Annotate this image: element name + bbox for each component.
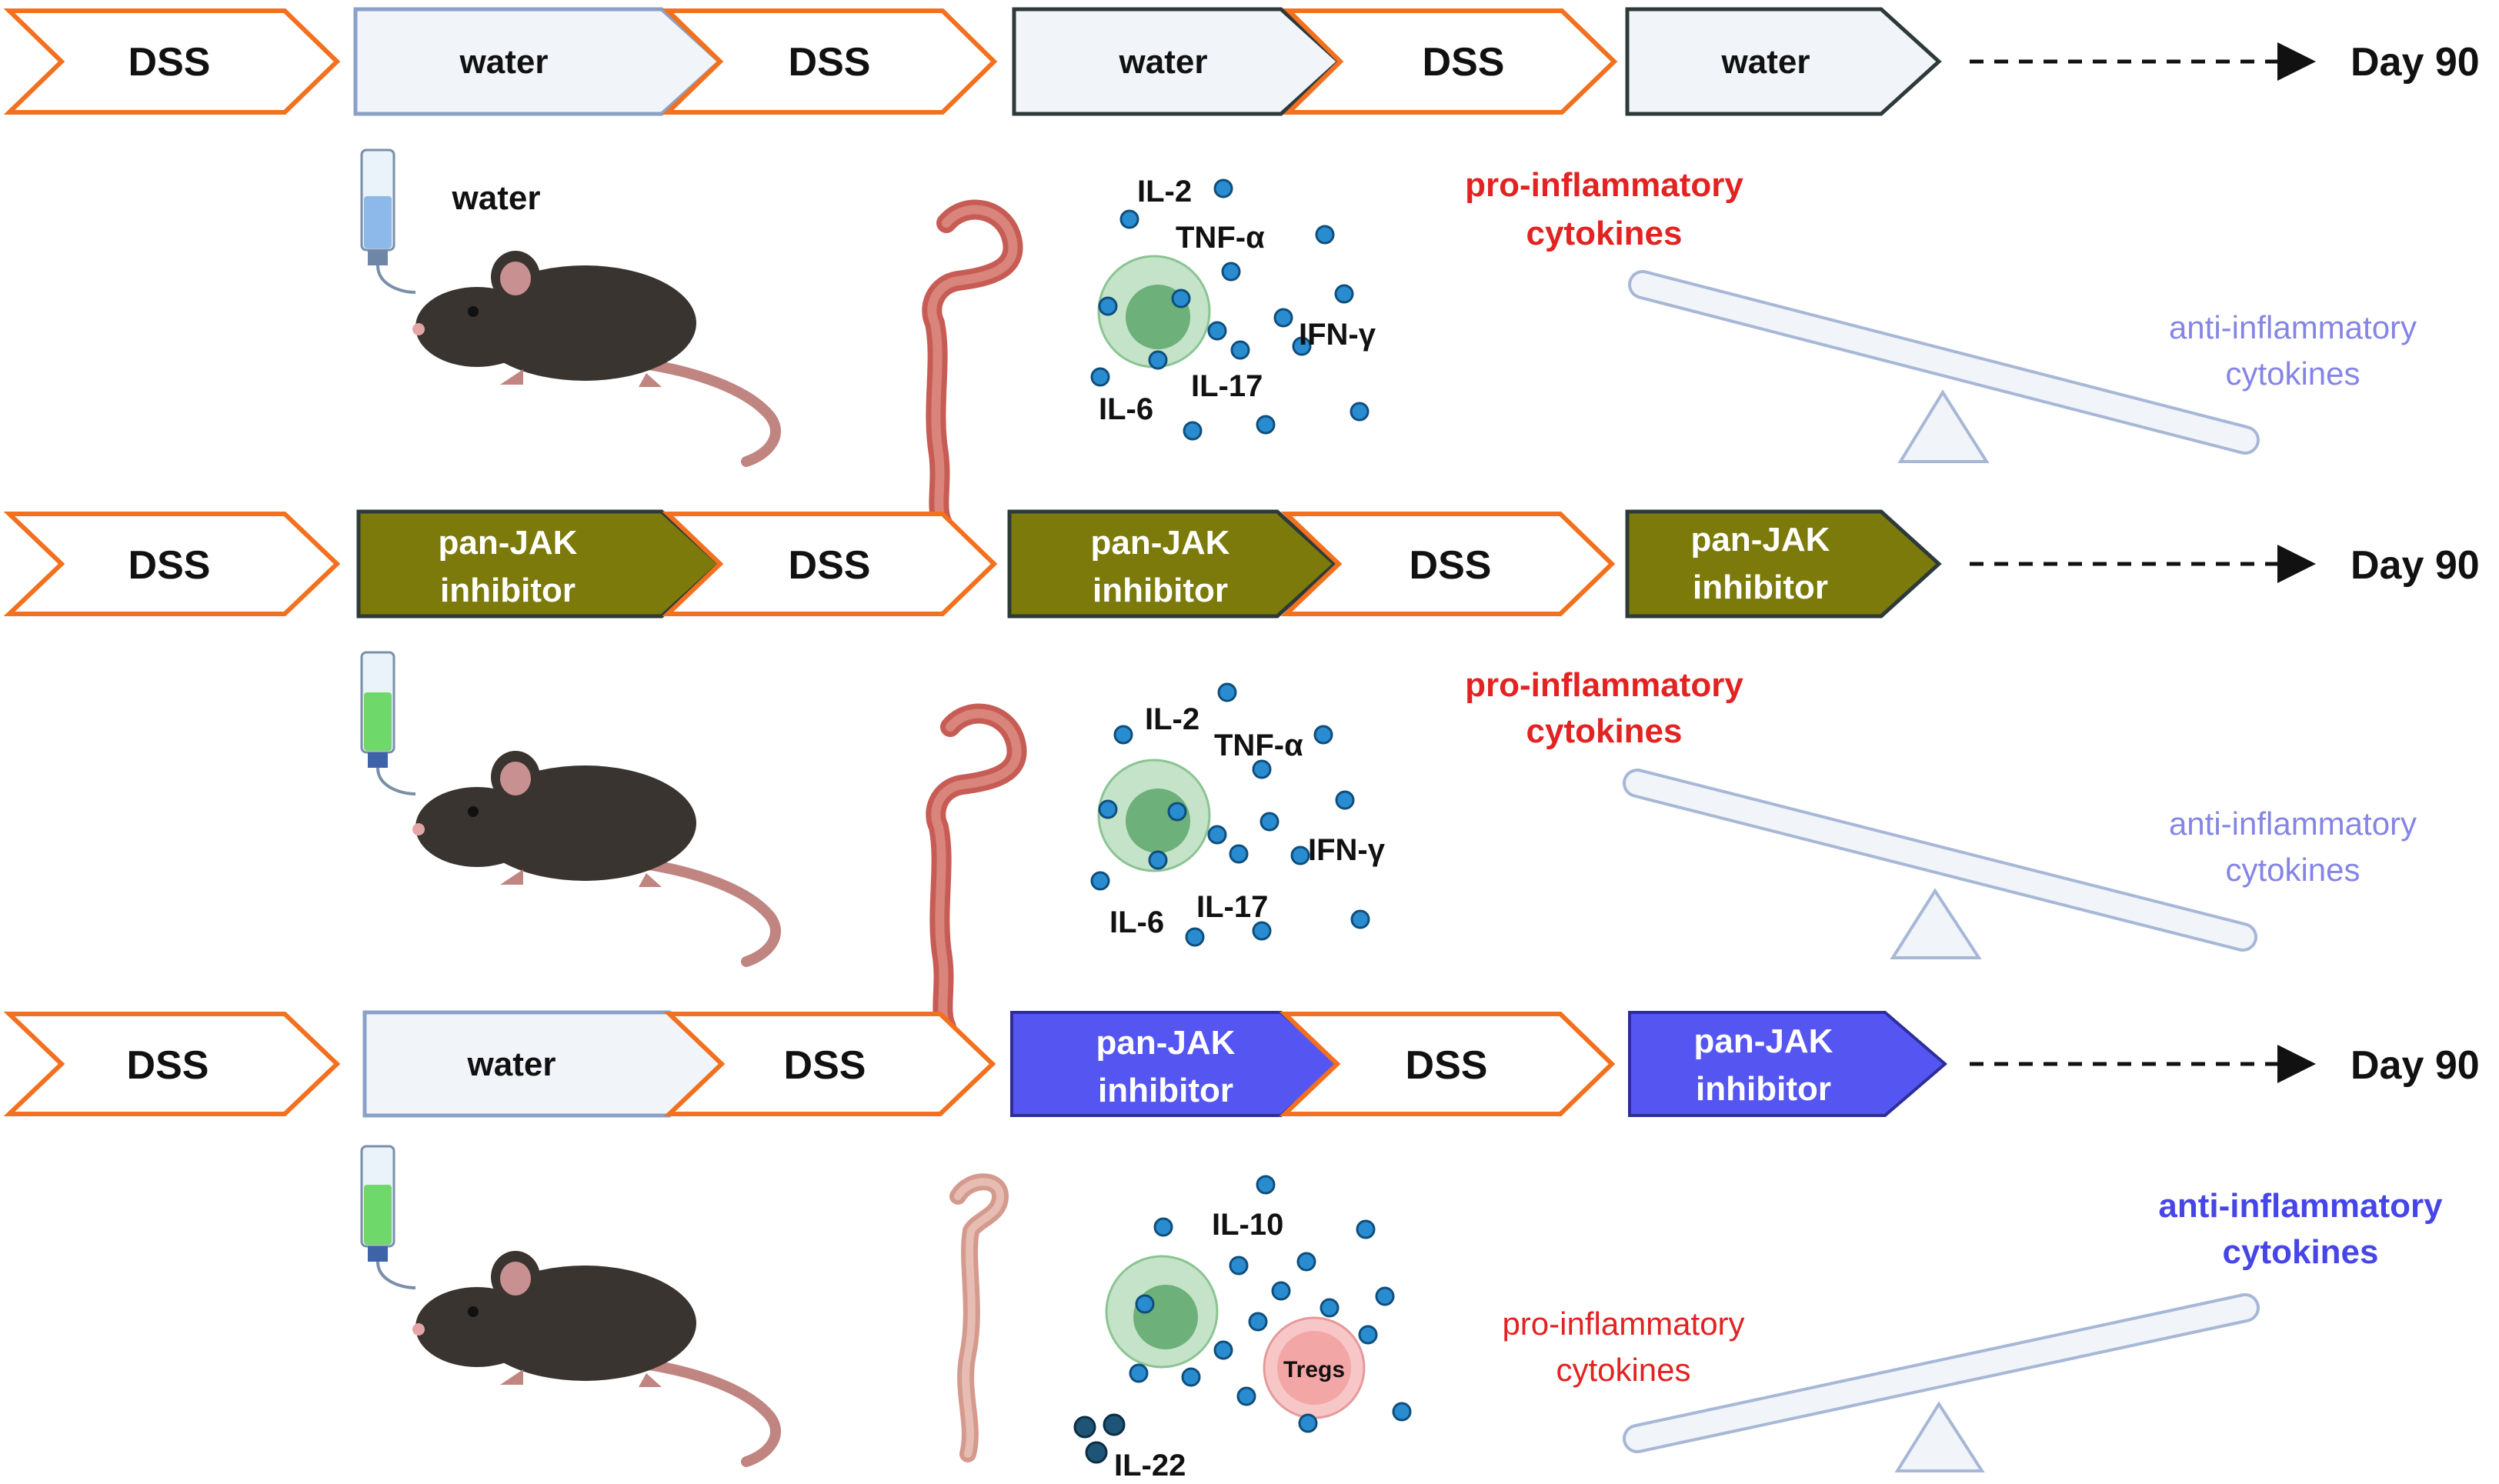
pro-inflammatory-label: pro-inflammatory: [1465, 666, 1743, 704]
timeline-row-2: DSS pan-JAK inhibitor DSS pan-JAK inhibi…: [3, 509, 2480, 619]
jak-step-label-1: pan-JAK: [439, 524, 578, 562]
dss-step-label: DSS: [1423, 40, 1505, 85]
jak-step-label-2: inhibitor: [1696, 1070, 1831, 1108]
day-90-label: Day 90: [2351, 543, 2480, 588]
colon-icon-healthy: [949, 1173, 1009, 1462]
seesaw-fulcrum: [1890, 888, 1982, 959]
jak-step-label-2: inhibitor: [1093, 572, 1228, 609]
cytokine-tnf: TNF-α: [1176, 221, 1265, 255]
dss-step-label: DSS: [127, 1043, 209, 1088]
water-step-label: water: [467, 1045, 556, 1083]
jak-step-label-1: pan-JAK: [1096, 1024, 1236, 1062]
jak-step-5: [1628, 1011, 1948, 1117]
seesaw-fulcrum: [1894, 1401, 1985, 1472]
anti-inflammatory-label: anti-inflammatory: [2169, 309, 2417, 345]
dss-step-5: [662, 512, 998, 616]
treg-cell: Tregs: [1263, 1316, 1366, 1419]
cytokine-il2: IL-2: [1137, 175, 1192, 208]
mouse-icon: [412, 751, 776, 962]
dss-step-3: [1283, 8, 1618, 115]
jak-step-label-2: inhibitor: [1693, 569, 1828, 606]
dss-step-label: DSS: [789, 543, 871, 588]
il22-dots: [1073, 1413, 1126, 1464]
jak-bottle-icon: [360, 651, 416, 795]
jak-bottle-icon: [360, 1145, 416, 1289]
cytokine-il6: IL-6: [1109, 905, 1164, 939]
tregs-label: Tregs: [1283, 1357, 1345, 1382]
water-step-2: [1012, 7, 1342, 116]
cytokine-dots: [1090, 682, 1370, 947]
pro-inflammatory-label: pro-inflammatory: [1465, 166, 1743, 204]
pro-inflammatory-label: pro-inflammatory: [1502, 1306, 1744, 1342]
jak-step-label-2: inhibitor: [440, 572, 576, 609]
cytokine-dots: [1090, 178, 1370, 441]
cytokine-il17: IL-17: [1196, 890, 1268, 924]
cytokine-il22: IL-22: [1114, 1449, 1186, 1482]
water-step-3: [1625, 7, 1942, 116]
balance-row-3: pro-inflammatory cytokines anti-inflamma…: [1502, 1187, 2443, 1472]
day-90-label: Day 90: [2351, 40, 2480, 85]
anti-inflammatory-label-2: cytokines: [2225, 852, 2360, 888]
colon-icon-inflamed: [936, 714, 1016, 1027]
dss-step-label: DSS: [128, 40, 211, 85]
dss-step-label: DSS: [789, 40, 871, 85]
cytokine-tnf: TNF-α: [1214, 729, 1303, 762]
immune-cell: [1105, 1255, 1219, 1369]
water-step-label: water: [459, 43, 549, 81]
pro-inflammatory-label-2: cytokines: [1526, 215, 1683, 252]
cytokine-il17: IL-17: [1191, 369, 1263, 403]
timeline-row-3: DSS water DSS pan-JAK inhibitor DSS pan-…: [3, 1010, 2480, 1118]
pro-inflammatory-label-2: cytokines: [1526, 712, 1683, 750]
jak-step-label-1: pan-JAK: [1691, 521, 1830, 559]
dss-step-label: DSS: [128, 543, 211, 588]
day-90-label: Day 90: [2351, 1043, 2480, 1088]
cytokine-il6: IL-6: [1099, 392, 1153, 426]
timeline-row-1: DSS water DSS water DSS water Day 90: [3, 7, 2480, 116]
dss-step-label: DSS: [1410, 543, 1492, 588]
dss-step-label: DSS: [784, 1043, 866, 1088]
balance-row-1: pro-inflammatory cytokines anti-inflamma…: [1465, 166, 2417, 463]
jak-step-label-2: inhibitor: [1098, 1072, 1233, 1109]
dss-step-label: DSS: [1406, 1043, 1488, 1088]
seesaw-fulcrum: [1897, 389, 1990, 463]
dss-step-1: [3, 8, 341, 115]
cytokine-il2: IL-2: [1145, 702, 1199, 736]
cytokine-il10: IL-10: [1212, 1208, 1283, 1242]
dss-step-9: [1279, 1012, 1616, 1116]
dss-step-6: [1280, 512, 1616, 616]
water-step-label: water: [1119, 43, 1208, 81]
jak-step-2: [1007, 509, 1338, 619]
anti-inflammatory-label: anti-inflammatory: [2169, 805, 2417, 842]
anti-inflammatory-label-2: cytokines: [2225, 355, 2360, 392]
dss-step-7: [3, 1012, 341, 1116]
water-note: water: [452, 179, 541, 217]
mouse-icon: [412, 1251, 776, 1462]
anti-inflammatory-label-2: cytokines: [2223, 1233, 2379, 1271]
water-bottle-icon: [360, 148, 416, 294]
mouse-icon: [412, 251, 776, 462]
cytokine-dots: [1129, 1175, 1412, 1433]
dss-step-8: [663, 1012, 996, 1116]
anti-inflammatory-label: anti-inflammatory: [2158, 1187, 2443, 1225]
jak-step-label-1: pan-JAK: [1091, 524, 1230, 562]
water-step-label: water: [1721, 43, 1810, 81]
balance-row-2: pro-inflammatory cytokines anti-inflamma…: [1465, 666, 2417, 959]
jak-step-label-1: pan-JAK: [1694, 1022, 1833, 1060]
cytokine-ifn: IFN-γ: [1308, 833, 1386, 867]
colon-icon-inflamed: [932, 210, 1013, 523]
immune-cell: [1097, 255, 1211, 368]
pro-inflammatory-label-2: cytokines: [1556, 1352, 1690, 1388]
cytokine-ifn: IFN-γ: [1299, 318, 1376, 352]
dss-step-4: [3, 512, 341, 616]
jak-step-3: [1625, 509, 1942, 619]
dss-step-2: [662, 8, 998, 115]
